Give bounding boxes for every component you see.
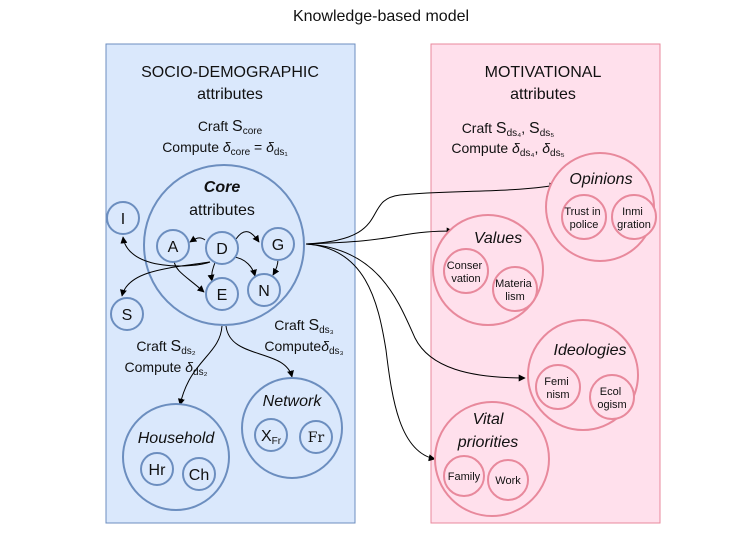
node-family-label: Family [448,471,481,483]
node-ecologism-circle [589,374,635,420]
node-hr-label: Hr [149,462,167,479]
core-label-line2: attributes [189,202,255,219]
node-work-circle [487,459,529,501]
household-circle [122,403,230,511]
node-fr-circle [299,420,333,454]
node-feminism-label: Femi nism [544,376,572,401]
node-fr-label: Fr [308,430,325,446]
node-d-label: D [216,241,228,258]
edge-d-g [235,231,260,243]
socio-title: SOCIO-DEMOGRAPHIC [141,64,319,81]
node-e-circle [205,277,239,311]
node-ch-label: Ch [189,467,209,484]
edge-core-household [177,325,223,406]
ideologies-label: Ideologies [554,342,627,359]
node-e-label: E [217,287,228,304]
motivational-compute-line: Compute δds₄, δds₅ [451,140,564,159]
node-d-circle [205,231,239,265]
socio-subtitle: attributes [197,86,263,103]
node-s-label: S [122,307,133,324]
network-label: Network [263,393,323,410]
motivational-subtitle: attributes [510,86,576,103]
node-inmigration-label: Inmi gration [617,206,651,231]
diagram-title: Knowledge-based model [293,8,469,25]
node-hr-circle [140,452,174,486]
household-craft-line: Craft Sds₂ [136,338,195,357]
node-family-circle [443,455,485,497]
node-conservation-circle [443,248,489,294]
node-i-circle [106,201,140,235]
node-a-label: A [168,239,179,256]
core-label-line1: Core [204,179,241,196]
vital-label-line1: Vital [473,411,504,428]
edge-d-i [120,236,211,267]
node-n-label: N [258,283,270,300]
node-conservation-label: Conser vation [447,260,486,285]
edge-core-vital [305,243,436,462]
node-i-label: I [121,211,125,228]
socio-compute-line: Compute δcore = δds₁ [162,139,288,158]
node-g-label: G [272,237,284,254]
node-work-label: Work [495,475,521,487]
edge-d-s [120,261,211,297]
node-n-circle [247,273,281,307]
opinions-label: Opinions [569,171,632,188]
node-a-circle [156,229,190,263]
node-materialism-circle [492,266,538,312]
node-inmigration-circle [611,194,657,240]
motivational-title: MOTIVATIONAL [485,64,602,81]
node-xfr-circle [254,418,288,452]
node-feminism-circle [535,364,581,410]
household-label: Household [138,430,216,447]
node-trust-in-police-label: Trust in police [564,206,603,231]
motivational-craft-line: Craft Sds₄, Sds₅ [462,120,555,139]
edge-a-e [173,260,205,293]
edge-core-ideologies [305,243,526,382]
socio-craft-line: Craft Score [198,118,263,137]
node-trust-in-police-circle [561,194,607,240]
node-ecologism-label: Ecol ogism [597,386,626,411]
network-craft-line: Craft Sds₃ [274,317,334,336]
vital-label-line2: priorities [457,434,518,451]
household-compute-line: Compute δds₂ [125,359,208,378]
node-ch-circle [182,457,216,491]
node-materialism-label: Materia lism [495,278,535,303]
node-xfr-label: XFr [261,428,282,447]
edge-d-a [189,235,206,243]
values-label: Values [474,230,522,247]
node-s-circle [110,297,144,331]
network-compute-line: Computeδds₃ [264,338,343,357]
node-g-circle [261,227,295,261]
edge-core-network [225,325,294,378]
edge-core-opinions [305,182,557,245]
edge-core-values [305,227,454,245]
